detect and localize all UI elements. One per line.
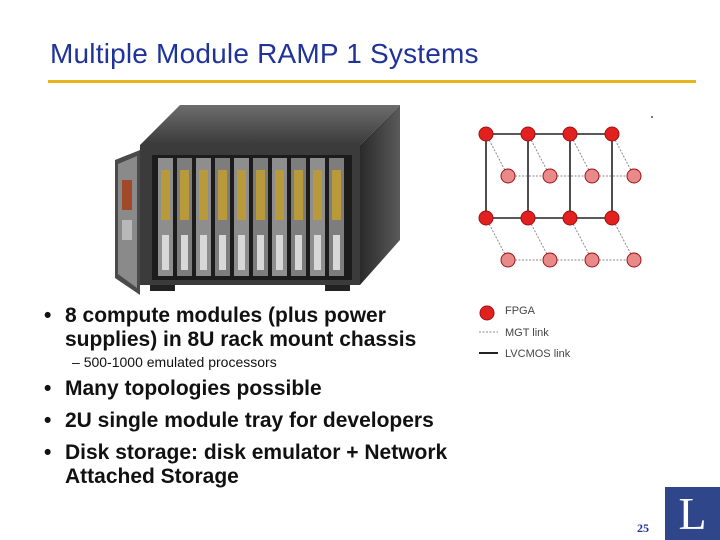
fpga-node	[562, 210, 578, 226]
rack-chassis-image	[115, 105, 400, 295]
legend-fpga-label: FPGA	[505, 305, 535, 317]
title-rule	[48, 80, 696, 83]
compute-module-blades	[158, 158, 344, 276]
blade-board	[180, 170, 189, 220]
fpga-node	[626, 252, 642, 268]
fpga-node	[500, 168, 516, 184]
legend-mgt-label: MGT link	[505, 327, 549, 339]
blade-handle	[238, 235, 245, 270]
bullet-marker: •	[44, 409, 52, 432]
fpga-node	[542, 168, 558, 184]
blade-handle	[276, 235, 283, 270]
fpga-node	[626, 168, 642, 184]
blade-handle	[181, 235, 188, 270]
bullet-marker: •	[44, 441, 52, 464]
bullet-text: supplies) in 8U rack mount chassis	[65, 328, 417, 351]
corner-dot	[651, 116, 653, 118]
blade-handle	[162, 235, 169, 270]
subbullet-emulated-processors: – 500-1000 emulated processors	[72, 354, 277, 370]
subbullet-marker: –	[72, 354, 80, 370]
fpga-node	[584, 168, 600, 184]
mgt-link	[611, 133, 635, 177]
blade-handle	[200, 235, 207, 270]
fpga-node	[500, 252, 516, 268]
subbullet-text: 500-1000 emulated processors	[83, 354, 277, 370]
university-logo: L	[665, 487, 720, 540]
blade-handle	[333, 235, 340, 270]
blade-board	[218, 170, 227, 220]
bullet-marker: •	[44, 377, 52, 400]
blade-handle	[314, 235, 321, 270]
blade-board	[237, 170, 246, 220]
bullet-text: 8 compute modules (plus power	[65, 304, 386, 327]
mgt-link	[527, 133, 551, 177]
blade-board	[199, 170, 208, 220]
fpga-node	[478, 126, 494, 142]
legend-mgt-marker	[479, 331, 498, 333]
bullet-text: 2U single module tray for developers	[65, 409, 434, 432]
blade-handle	[257, 235, 264, 270]
slide-title: Multiple Module RAMP 1 Systems	[50, 38, 479, 69]
blade-board	[275, 170, 284, 220]
blade-board	[313, 170, 322, 220]
blade-board	[256, 170, 265, 220]
topology-nodes	[478, 126, 642, 268]
bullet-text: Many topologies possible	[65, 377, 322, 400]
fpga-node	[542, 252, 558, 268]
topology-links	[485, 133, 635, 261]
blade-handle	[295, 235, 302, 270]
legend-fpga-marker	[479, 305, 495, 321]
bullet-text: Disk storage: disk emulator + Network	[65, 441, 448, 464]
fpga-node	[520, 126, 536, 142]
logo-letter: L	[678, 488, 707, 539]
bullet-marker: •	[44, 304, 52, 327]
legend-lvcmos-marker	[479, 352, 498, 354]
legend-lvcmos-label: LVCMOS link	[505, 348, 571, 360]
mgt-link	[485, 217, 509, 261]
mgt-link	[527, 217, 551, 261]
fpga-node	[520, 210, 536, 226]
mgt-link	[569, 133, 593, 177]
blade-board	[161, 170, 170, 220]
page-number: 25	[637, 521, 649, 535]
mgt-link	[569, 217, 593, 261]
fpga-node	[604, 210, 620, 226]
bullet-text: Attached Storage	[65, 465, 239, 488]
blade-handle	[219, 235, 226, 270]
topology-diagram	[478, 126, 642, 268]
fpga-node	[584, 252, 600, 268]
mgt-link	[485, 133, 509, 177]
fpga-node	[562, 126, 578, 142]
mgt-link	[611, 217, 635, 261]
fpga-node	[478, 210, 494, 226]
blade-board	[332, 170, 341, 220]
blade-board	[294, 170, 303, 220]
fpga-node	[604, 126, 620, 142]
